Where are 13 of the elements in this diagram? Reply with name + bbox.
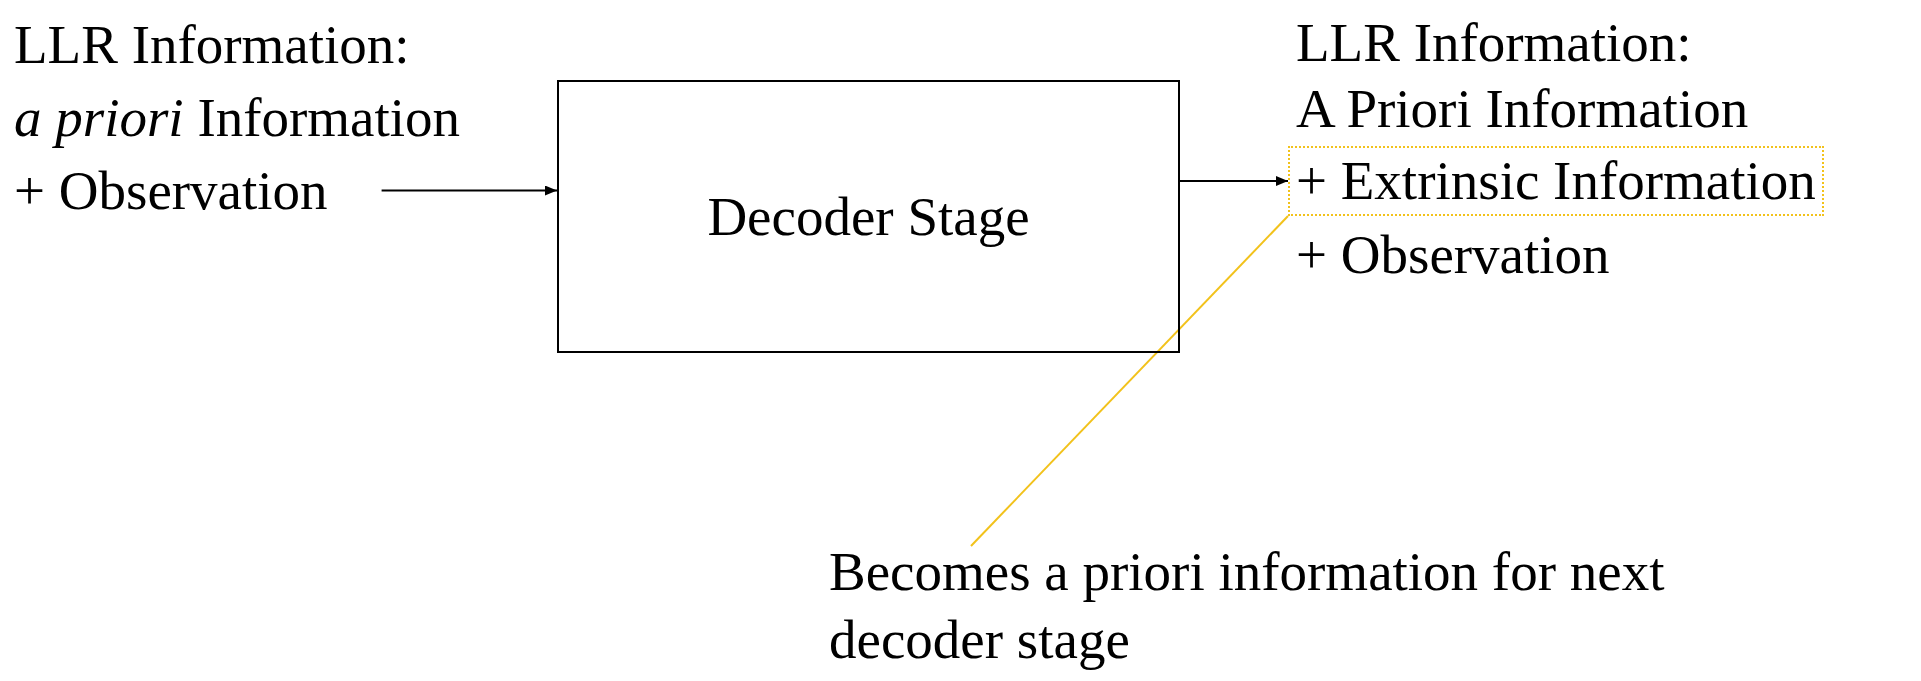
arrow [380,185,558,196]
label-text: LLR Information: [14,13,410,77]
label-text: A Priori Information [1296,77,1749,141]
label-text: + Extrinsic Information [1296,149,1816,213]
label-text: + Observation [1296,223,1610,287]
leader-line [970,215,1289,547]
process-box [557,80,1180,353]
arrow [1179,176,1289,186]
label-text: a priori Information [14,86,461,150]
box-label: Decoder Stage [707,184,1030,249]
label-text: LLR Information: [1296,11,1692,75]
label-text: Becomes a priori information for next decoder stage [829,540,1666,672]
label-text: + Observation [14,159,328,223]
